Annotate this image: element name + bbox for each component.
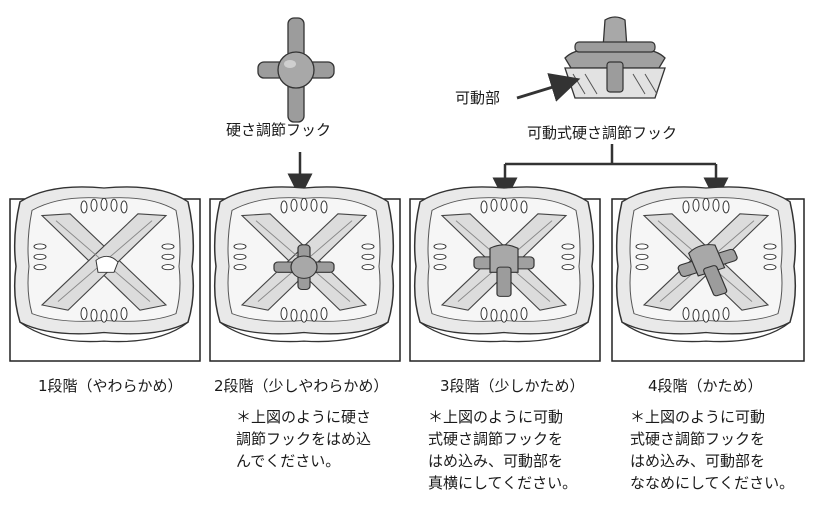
- step-3-label: 3段階（少しかため）: [440, 377, 585, 395]
- step-2-note: ＊上図のように硬さ 調節フックをはめ込 んでください。: [236, 408, 372, 470]
- step-1-label: 1段階（やわらかめ）: [38, 377, 183, 395]
- cushion-step-3: [413, 186, 595, 343]
- cushion-step-4: [615, 186, 797, 343]
- movable-hook-illustration: [564, 16, 666, 99]
- step-2-label: 2段階（少しやわらかめ）: [214, 377, 389, 395]
- movable-part-pointer-arrow: [516, 73, 581, 102]
- cushion-step-1: [13, 186, 195, 343]
- step-4-label: 4段階（かため）: [648, 377, 763, 395]
- branch-arrow: [492, 144, 729, 203]
- cushion-step-2: [213, 186, 395, 343]
- movable-part-label: 可動部: [455, 89, 501, 107]
- movable-hardness-hook-label: 可動式硬さ調節フック: [527, 124, 678, 142]
- hardness-hook-illustration: [257, 17, 335, 123]
- hardness-hook-label: 硬さ調節フック: [226, 121, 332, 139]
- step-4-note: ＊上図のように可動 式硬さ調節フックを はめ込み、可動部を ななめにしてください…: [630, 408, 795, 492]
- step-3-note: ＊上図のように可動 式硬さ調節フックを はめ込み、可動部を 真横にしてください。: [428, 408, 578, 492]
